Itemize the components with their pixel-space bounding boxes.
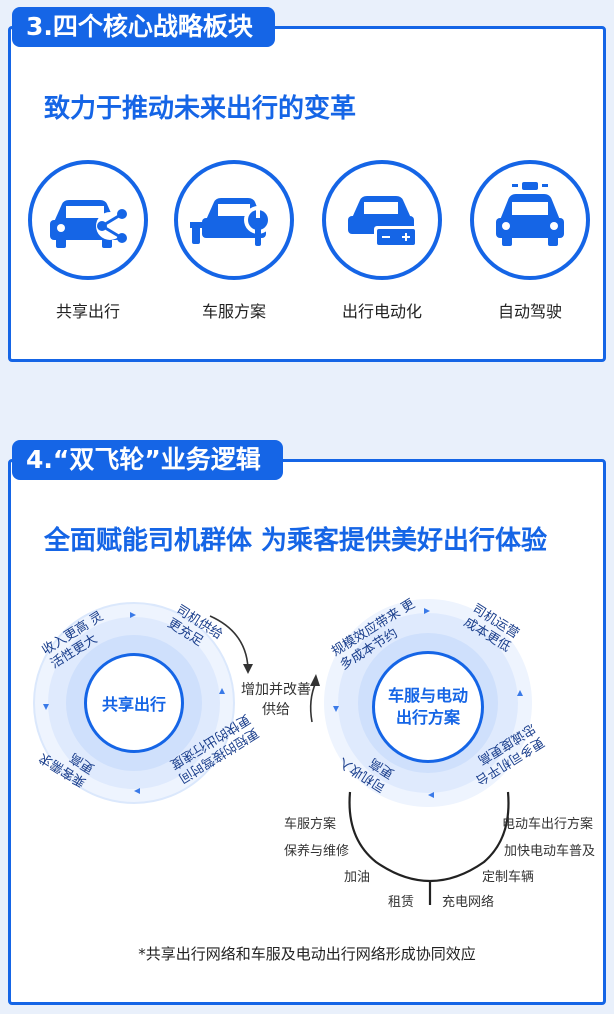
feature-label-service: 车服方案 [201, 302, 266, 321]
section-4-title: 4.“双飞轮”业务逻辑 [12, 440, 283, 480]
car-battery-icon [322, 160, 442, 280]
right-wheel-center: 车服与电动 出行方案 [372, 651, 484, 763]
autonomous-car-icon [470, 160, 590, 280]
footnote: *共享出行网络和车服及电动出行网络形成协同效应 [138, 945, 476, 963]
service-right-1: 电动车出行方案 [502, 817, 594, 832]
car-share-icon [28, 160, 148, 280]
service-left-2: 保养与维修 [284, 844, 350, 859]
service-right-3: 定制车辆 [482, 870, 535, 885]
strategy-headline: 致力于推动未来出行的变革 [44, 94, 357, 124]
service-right-2: 加快电动车普及 [504, 844, 596, 859]
car-service-icon [174, 160, 294, 280]
flywheel-headline: 全面赋能司机群体 为乘客提供美好出行体验 [44, 526, 548, 556]
feature-label-share: 共享出行 [55, 302, 120, 321]
service-left-4: 租赁 [388, 895, 415, 910]
feature-label-electric: 出行电动化 [341, 302, 422, 321]
service-left-1: 车服方案 [284, 817, 337, 832]
left-wheel-center: 共享出行 [84, 653, 184, 753]
section-3-title: 3.四个核心战略板块 [12, 7, 275, 47]
middle-label: 增加并改善 供给 [241, 682, 311, 718]
service-right-4: 充电网络 [442, 895, 495, 910]
feature-label-autonomous: 自动驾驶 [497, 302, 562, 321]
service-left-3: 加油 [344, 870, 371, 885]
